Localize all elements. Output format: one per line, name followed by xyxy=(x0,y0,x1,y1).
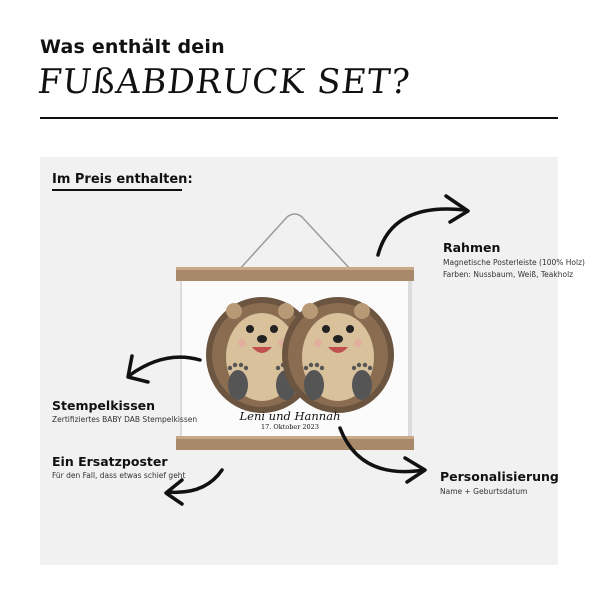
rahmen-line-1: Magnetische Posterleiste (100% Holz) xyxy=(443,258,585,267)
arrow-personalisierung xyxy=(338,426,426,474)
bottom-wood-rail xyxy=(176,436,414,450)
hanging-string xyxy=(237,213,353,272)
hedgehog-right xyxy=(282,297,394,413)
arrow-stempelkissen xyxy=(128,355,202,377)
ersatzposter-line-1: Für den Fall, dass etwas schief geht xyxy=(52,471,186,480)
rahmen-line-2: Farben: Nussbaum, Weiß, Teakholz xyxy=(443,270,574,279)
personalisierung-line-1: Name + Geburtsdatum xyxy=(440,487,528,496)
arrow-rahmen xyxy=(376,207,467,257)
ersatzposter-title: Ein Ersatzposter xyxy=(52,454,168,469)
personalisierung-title: Personalisierung xyxy=(440,469,559,484)
header-divider xyxy=(40,117,558,119)
poster-names: Leni und Hannah xyxy=(239,409,341,423)
included-heading: Im Preis enthalten: xyxy=(52,172,193,187)
rahmen-title: Rahmen xyxy=(443,240,501,255)
top-wood-rail xyxy=(176,267,414,281)
stempelkissen-title: Stempelkissen xyxy=(52,398,156,413)
stempelkissen-line-1: Zertifiziertes BABY DAB Stempelkissen xyxy=(52,415,198,424)
poster-illustration xyxy=(176,213,414,450)
included-heading-underline xyxy=(52,189,182,191)
arrow-ersatzposter xyxy=(166,468,224,495)
heading-line-1: Was enthält dein xyxy=(40,36,225,58)
poster-date: 17. Oktober 2023 xyxy=(261,423,319,431)
